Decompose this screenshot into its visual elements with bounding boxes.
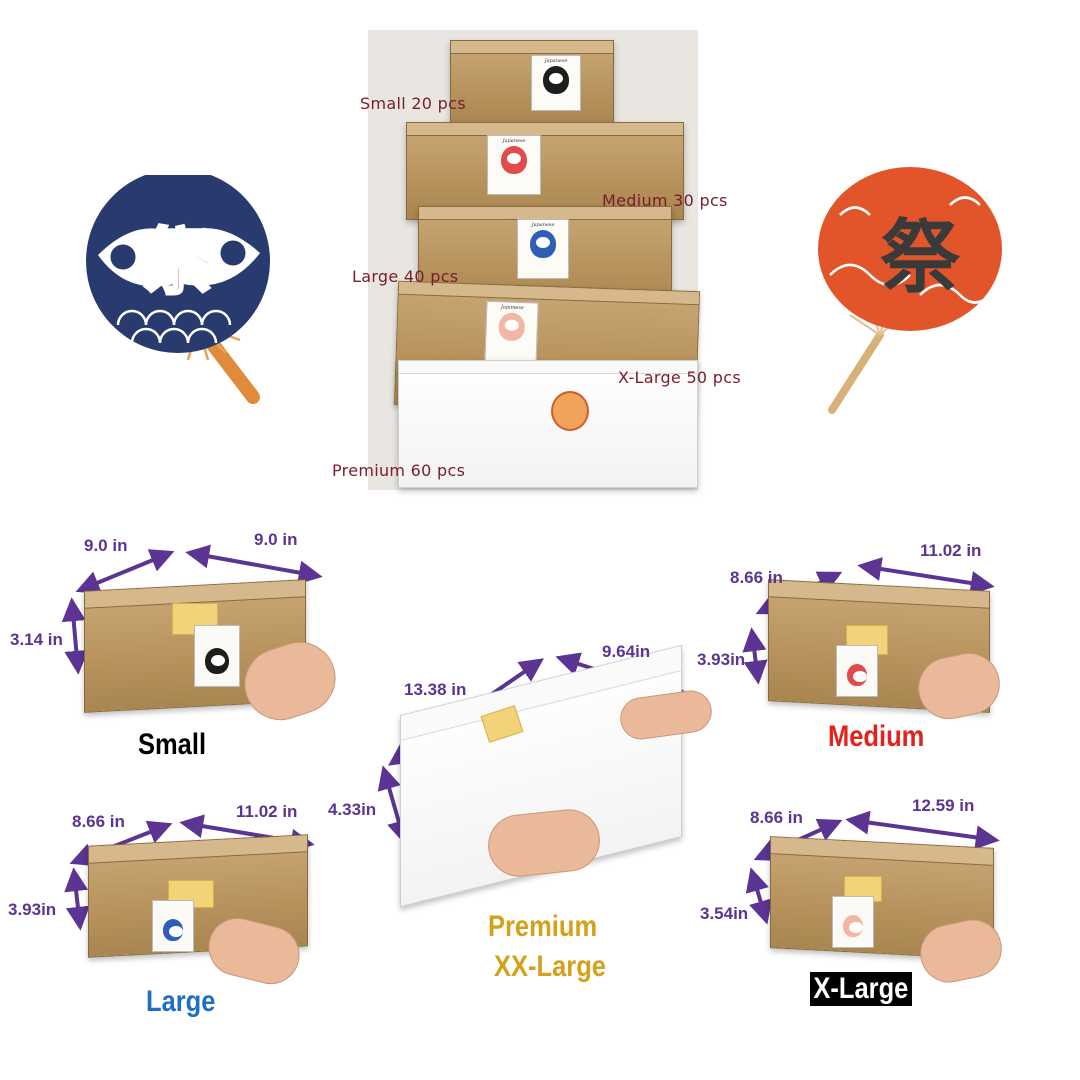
xlarge-width-dim: 8.66 in — [750, 808, 803, 827]
small-height-dim: 3.14 in — [10, 630, 63, 649]
box-label — [836, 645, 878, 697]
small-width-dim: 9.0 in — [84, 536, 128, 555]
size-label-small: Small — [138, 728, 207, 761]
medium-height-dim: 3.93in — [697, 650, 746, 669]
svg-text:祭: 祭 — [880, 211, 961, 304]
premium-height-dim: 4.33in — [328, 800, 377, 819]
xlarge-height-dim: 3.54in — [700, 904, 749, 923]
daruma-icon — [501, 146, 527, 174]
uchiwa-fan-right-icon: 祭 — [818, 167, 1002, 414]
product-box-xlarge — [770, 836, 1008, 992]
product-box-medium — [768, 579, 1006, 735]
box-label: Japanese — [484, 300, 539, 367]
box-stack-photo: Japanese Japanese Japanese Japanese — [368, 30, 701, 490]
box-label — [832, 896, 874, 948]
box-label: Japanese — [487, 135, 541, 195]
stack-label-premium: Premium 60 pcs — [332, 461, 466, 480]
daruma-icon — [205, 648, 229, 674]
product-box-small — [84, 579, 345, 730]
large-depth-dim: 11.02 in — [236, 802, 298, 821]
premium-depth-dim: 9.64in — [602, 642, 651, 661]
daruma-icon — [551, 391, 589, 431]
box-label: Japanese — [517, 219, 569, 279]
stack-label-small: Small 20 pcs — [360, 94, 466, 113]
stack-box-medium: Japanese — [406, 122, 684, 220]
daruma-icon — [530, 230, 556, 258]
box-label: Japanese — [531, 55, 581, 111]
daruma-icon — [843, 915, 863, 937]
premium-width-dim: 13.38 in — [404, 680, 467, 699]
size-label-premium-line2: XX-Large — [494, 950, 606, 983]
xlarge-depth-dim: 12.59 in — [912, 796, 975, 815]
large-height-dim: 3.93in — [8, 900, 57, 919]
daruma-icon — [163, 919, 183, 941]
product-box-large — [88, 834, 314, 991]
size-label-medium: Medium — [828, 720, 925, 753]
medium-depth-dim: 11.02 in — [920, 541, 982, 560]
stack-label-xlarge: X-Large 50 pcs — [618, 368, 741, 387]
svg-text:祭: 祭 — [142, 220, 215, 304]
stack-box-small: Japanese — [450, 40, 614, 128]
uchiwa-fan-left-icon: 祭 — [86, 175, 270, 404]
small-depth-dim: 9.0 in — [254, 530, 298, 549]
product-box-premium — [400, 644, 715, 908]
size-label-premium-line1: Premium — [488, 910, 598, 943]
stack-box-premium — [398, 360, 698, 488]
medium-width-dim: 8.66 in — [730, 568, 783, 587]
stack-label-medium: Medium 30 pcs — [602, 191, 728, 210]
stack-label-large: Large 40 pcs — [352, 267, 459, 286]
daruma-icon — [847, 664, 867, 686]
daruma-icon — [543, 66, 569, 94]
size-label-large: Large — [146, 985, 216, 1018]
size-label-xlarge: X-Large — [810, 972, 912, 1006]
box-label — [194, 625, 240, 687]
large-width-dim: 8.66 in — [72, 812, 125, 831]
daruma-icon — [498, 312, 526, 342]
box-label — [152, 900, 194, 952]
